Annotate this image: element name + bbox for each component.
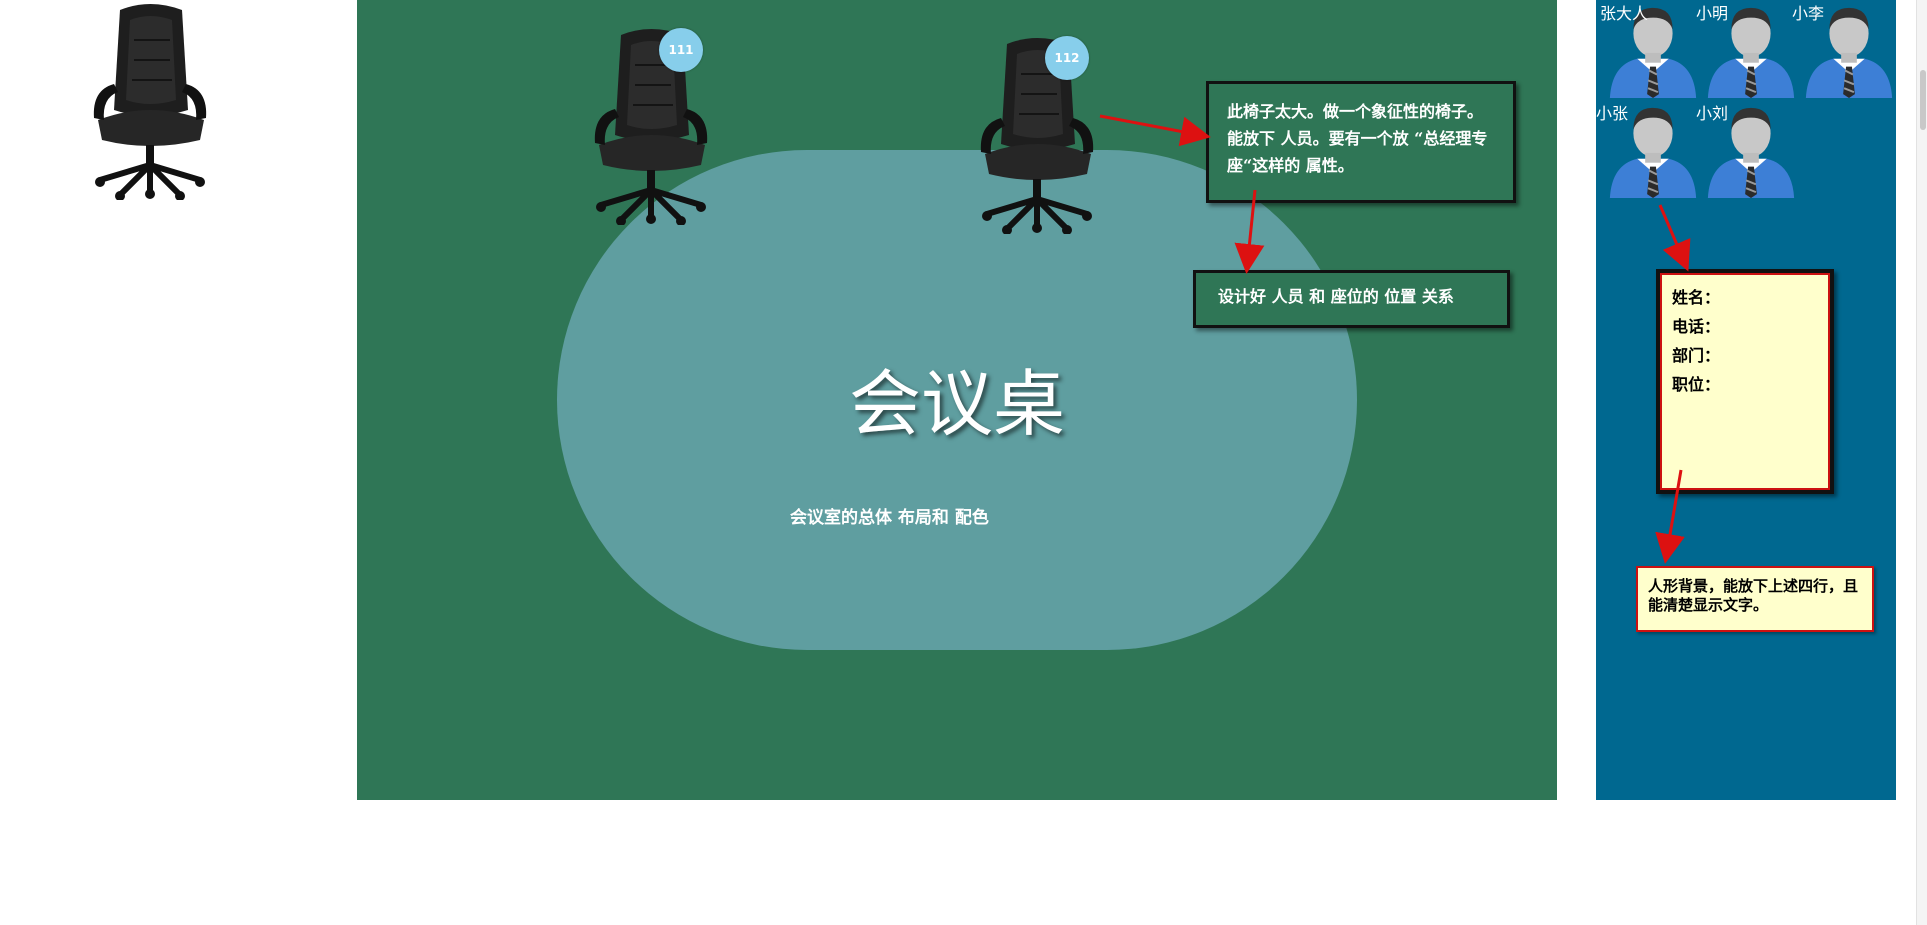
person-name: 小张	[1596, 104, 1629, 123]
person-card[interactable]: 小张	[1596, 100, 1702, 198]
meeting-table: 会议桌 会议室的总体 布局和 配色	[557, 150, 1357, 650]
person-info-card: 姓名： 电话： 部门： 职位：	[1656, 269, 1834, 494]
seat-badge-112[interactable]: 112	[1045, 36, 1089, 80]
person-name: 小刘	[1696, 104, 1729, 123]
window-scrollbar[interactable]	[1916, 0, 1927, 925]
info-department-label: 部门：	[1672, 346, 1721, 365]
relation-note: 设计好 人员 和 座位的 位置 关系	[1193, 270, 1510, 328]
person-card[interactable]: 小明	[1696, 0, 1800, 98]
person-name: 小明	[1696, 4, 1729, 23]
info-name-label: 姓名：	[1672, 288, 1721, 307]
person-name: 张大人	[1600, 4, 1649, 23]
personnel-panel: 张大人 小明 小李 小张 小刘 姓名： 电话： 部门： 职位： 人形背景，能放下…	[1596, 0, 1896, 800]
hint-note: 人形背景，能放下上述四行，且能清楚显示文字。	[1636, 566, 1874, 632]
scrollbar-knob-icon[interactable]	[1920, 70, 1926, 130]
person-card[interactable]: 小李	[1792, 0, 1898, 98]
person-card[interactable]: 张大人	[1600, 0, 1702, 98]
person-name: 小李	[1792, 4, 1825, 23]
info-phone-label: 电话：	[1672, 317, 1721, 336]
table-title: 会议桌	[848, 362, 1065, 446]
info-position-label: 职位：	[1672, 375, 1721, 394]
person-card[interactable]: 小刘	[1696, 100, 1800, 198]
office-chair-icon	[90, 0, 210, 200]
meeting-room: 会议桌 会议室的总体 布局和 配色 111 112 此椅子太大。做一个象征性的椅…	[357, 0, 1557, 800]
table-caption: 会议室的总体 布局和 配色	[790, 508, 989, 528]
chair-note: 此椅子太大。做一个象征性的椅子。能放下 人员。要有一个放 “总经理专座“这样的 …	[1206, 81, 1516, 203]
seat-badge-111[interactable]: 111	[659, 28, 703, 72]
